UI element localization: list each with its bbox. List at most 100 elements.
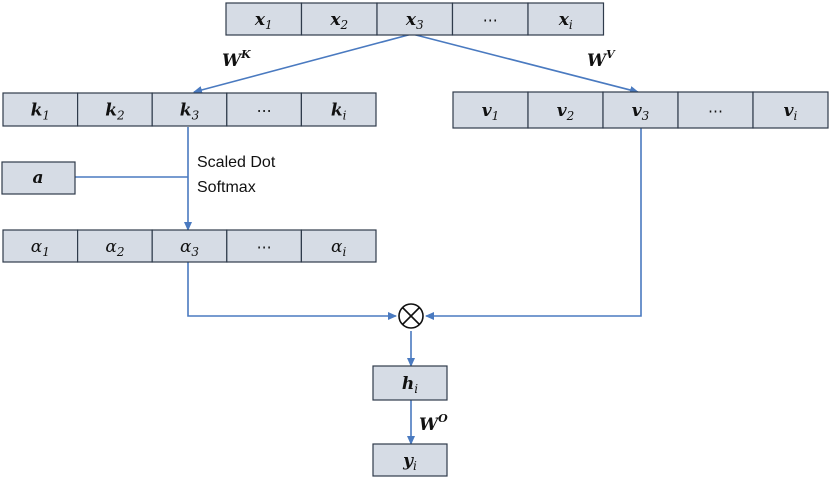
alpha-cell-3: α3	[151, 229, 228, 263]
svg-text:α1: α1	[31, 237, 50, 259]
h-subscript: i	[414, 382, 418, 396]
v-cell-2: v2	[527, 91, 604, 129]
svg-text:x1: x1	[254, 10, 273, 32]
svg-text:a: a	[32, 168, 43, 188]
x-subscript: 3	[416, 18, 424, 32]
k-cell-4: ⋯	[226, 92, 303, 127]
edge-x3-to-k3	[193, 33, 413, 94]
svg-text:ki: ki	[331, 101, 347, 123]
svg-text:v1: v1	[482, 101, 500, 123]
svg-text:vi: vi	[784, 101, 798, 123]
h-label: h	[402, 374, 414, 394]
v-cell-3: v3	[602, 91, 679, 129]
k-cell-1: k1	[2, 92, 79, 127]
svg-text:k3: k3	[180, 101, 200, 123]
edge-label-wv: WV	[587, 48, 616, 71]
query-node-a: a	[1, 161, 76, 195]
edges	[75, 33, 642, 445]
v-subscript: 2	[566, 109, 575, 123]
x-symbol: x	[254, 10, 266, 30]
x-symbol: x	[405, 10, 417, 30]
alpha-symbol: α	[331, 237, 343, 257]
alpha-cell-1: α1	[2, 229, 79, 263]
edge-label-wo: WO	[419, 412, 448, 435]
v-cell-4: ⋯	[677, 91, 754, 129]
x-subscript: 2	[340, 18, 349, 32]
k-subscript: 2	[116, 109, 125, 123]
v-subscript: 3	[642, 109, 650, 123]
alpha-symbol: α	[31, 237, 43, 257]
svg-text:v2: v2	[557, 101, 575, 123]
alpha-symbol: α	[105, 237, 117, 257]
x-cell-4: ⋯	[451, 2, 529, 36]
v-subscript: i	[794, 109, 798, 123]
x-subscript: i	[569, 18, 573, 32]
alpha-subscript: 3	[191, 245, 199, 259]
x-cell-2: x2	[300, 2, 378, 36]
k-symbol: k	[180, 101, 192, 121]
svg-text:x2: x2	[329, 10, 348, 32]
hidden-node-h: hi	[372, 365, 448, 401]
edge-x3-to-v3	[411, 33, 639, 94]
svg-text:hi: hi	[402, 374, 418, 396]
x-symbol: x	[329, 10, 341, 30]
y-subscript: i	[413, 459, 417, 473]
output-node-y: yi	[372, 443, 448, 477]
k-subscript: 1	[42, 109, 50, 123]
k-symbol: k	[105, 101, 117, 121]
k-cell-5: ki	[300, 92, 377, 127]
alpha-subscript: 1	[42, 245, 50, 259]
x-ellipsis: ⋯	[483, 11, 498, 29]
svg-text:yi: yi	[402, 451, 417, 473]
alpha-cell-5: αi	[300, 229, 377, 263]
x-symbol: x	[558, 10, 570, 30]
k-cell-3: k3	[151, 92, 228, 127]
alpha-cell-4: ⋯	[226, 229, 303, 263]
svg-text:α2: α2	[105, 237, 124, 259]
v-symbol: v	[784, 101, 795, 121]
y-label: y	[402, 451, 414, 471]
svg-text:k1: k1	[31, 101, 50, 123]
svg-text:αi: αi	[331, 237, 346, 259]
x-cell-5: xi	[527, 2, 605, 36]
k-ellipsis: ⋯	[257, 102, 272, 120]
svg-text:⋯: ⋯	[257, 238, 272, 256]
v-symbol: v	[482, 101, 493, 121]
v-cell-5: vi	[752, 91, 829, 129]
edge-label-wk: WK	[222, 48, 251, 71]
attention-note-line2: Softmax	[197, 179, 256, 196]
k-symbol: k	[331, 101, 343, 121]
x-cell-3: x3	[376, 2, 454, 36]
alpha-symbol: α	[180, 237, 192, 257]
svg-text:⋯: ⋯	[483, 11, 498, 29]
edge-v3-to-operator	[425, 128, 642, 320]
x-subscript: 1	[265, 18, 273, 32]
svg-text:⋯: ⋯	[257, 102, 272, 120]
edge-alpha3-to-operator	[187, 262, 397, 320]
k-symbol: k	[31, 101, 43, 121]
svg-text:⋯: ⋯	[708, 102, 723, 120]
k-cell-2: k2	[76, 92, 153, 127]
v-cell-1: v1	[452, 91, 529, 129]
query-label: a	[32, 168, 43, 188]
svg-text:v3: v3	[632, 101, 650, 123]
svg-text:xi: xi	[558, 10, 573, 32]
v-ellipsis: ⋯	[708, 102, 723, 120]
attention-note-line1: Scaled Dot	[197, 154, 276, 171]
x-cell-1: x1	[225, 2, 303, 36]
alpha-subscript: 2	[116, 245, 125, 259]
k-subscript: i	[343, 109, 347, 123]
alpha-ellipsis: ⋯	[257, 238, 272, 256]
v-symbol: v	[632, 101, 643, 121]
alpha-subscript: i	[343, 245, 347, 259]
k-subscript: 3	[192, 109, 200, 123]
v-symbol: v	[557, 101, 568, 121]
alpha-cell-2: α2	[76, 229, 153, 263]
v-subscript: 1	[492, 109, 500, 123]
svg-text:α3: α3	[180, 237, 199, 259]
